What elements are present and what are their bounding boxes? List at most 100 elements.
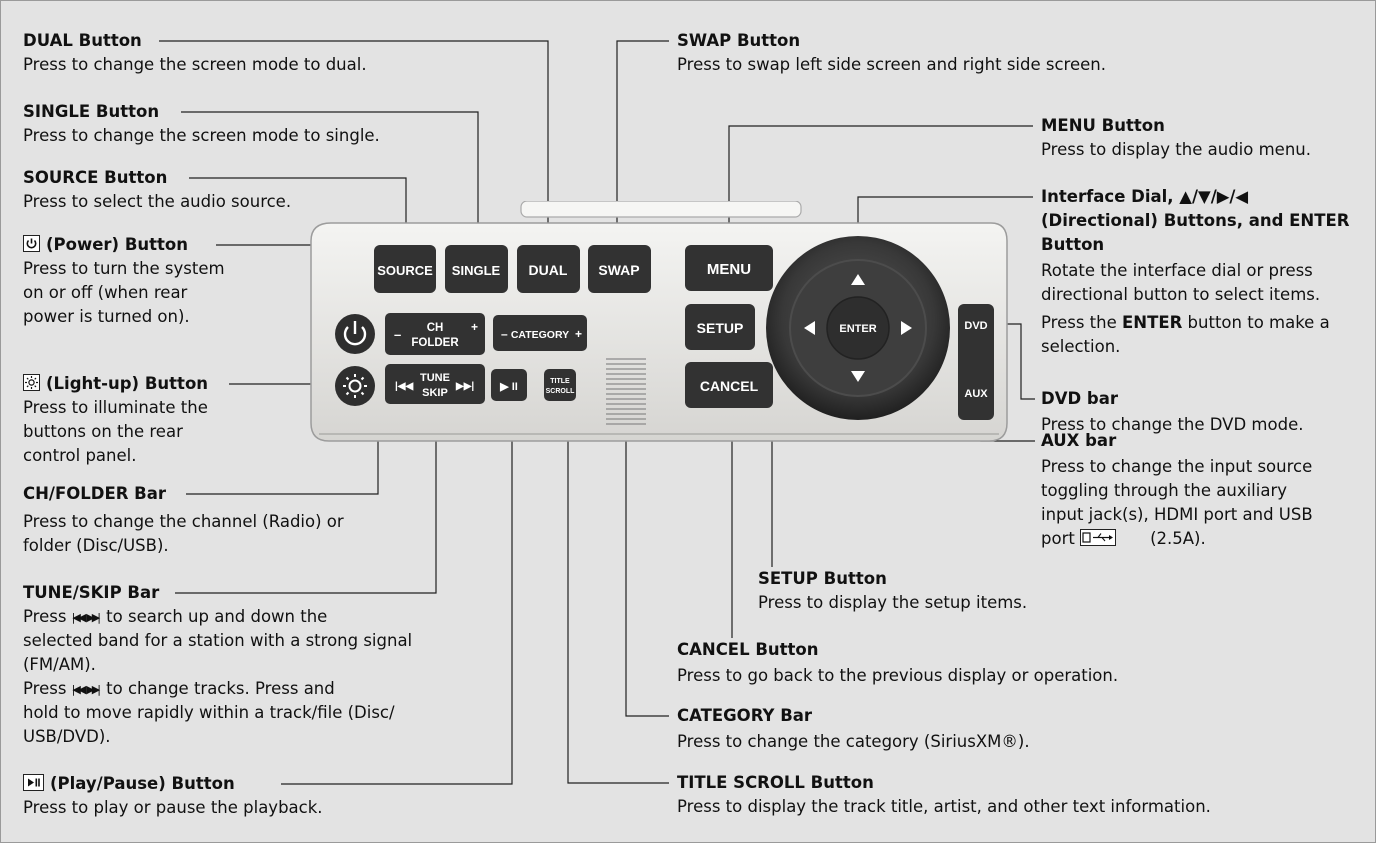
menu-button[interactable]: MENU xyxy=(685,245,773,291)
tune-skip-line-3: (FM/AM). xyxy=(23,655,96,674)
power-desc-2: on or off (when rear xyxy=(23,283,188,302)
tune-skip-annotation: TUNE/SKIP Bar Press |◀◀▶▶| to search up … xyxy=(23,581,412,749)
svg-text:–: – xyxy=(394,327,401,342)
title-scroll-button[interactable]: TITLE SCROLL xyxy=(544,369,576,401)
title-scroll-desc: Press to display the track title, artist… xyxy=(677,797,1211,816)
svg-text:SWAP: SWAP xyxy=(598,262,639,278)
power-desc-3: power is turned on). xyxy=(23,307,190,326)
title-scroll-annotation: TITLE SCROLL Button Press to display the… xyxy=(677,771,1211,819)
leader-swap xyxy=(616,40,669,249)
svg-text:AUX: AUX xyxy=(964,388,988,400)
interface-desc-2: directional button to select items. xyxy=(1041,285,1321,304)
tune-skip-title: TUNE/SKIP Bar xyxy=(23,583,160,602)
swap-annotation: SWAP Button Press to swap left side scre… xyxy=(677,29,1106,77)
left-arrow-icon xyxy=(804,321,815,335)
setup-annotation: SETUP Button Press to display the setup … xyxy=(758,567,1027,615)
svg-text:▶ II: ▶ II xyxy=(499,381,518,393)
dual-annotation: DUAL Button Press to change the screen m… xyxy=(23,29,367,77)
tune-skip-line-5: hold to move rapidly within a track/file… xyxy=(23,703,395,722)
ch-folder-bar[interactable]: – CH FOLDER + xyxy=(385,313,485,355)
light-title: (Light-up) Button xyxy=(46,374,209,393)
aux-annotation: AUX bar Press to change the input source… xyxy=(1041,431,1313,548)
right-arrow-icon xyxy=(901,321,912,335)
svg-text:TUNE: TUNE xyxy=(420,372,450,384)
up-arrow-icon xyxy=(851,274,865,285)
single-desc: Press to change the screen mode to singl… xyxy=(23,126,380,145)
ch-folder-desc-1: Press to change the channel (Radio) or xyxy=(23,512,344,531)
category-bar[interactable]: – CATEGORY + xyxy=(493,315,587,351)
svg-text:ENTER: ENTER xyxy=(839,323,876,335)
sensor-grille xyxy=(606,358,646,425)
interface-title-2: (Directional) Buttons, and ENTER xyxy=(1041,211,1350,230)
svg-text:CATEGORY: CATEGORY xyxy=(511,329,569,341)
interface-desc-1: Rotate the interface dial or press xyxy=(1041,261,1313,280)
setup-title: SETUP Button xyxy=(758,569,887,588)
power-title: (Power) Button xyxy=(46,235,189,254)
skip-forward-icon: ▶▶| xyxy=(455,381,474,392)
source-title: SOURCE Button xyxy=(23,168,168,187)
light-desc-2: buttons on the rear xyxy=(23,422,183,441)
skip-back-icon: |◀◀ xyxy=(71,683,87,696)
svg-text:SINGLE: SINGLE xyxy=(452,263,501,278)
svg-text:DUAL: DUAL xyxy=(529,262,568,278)
setup-button[interactable]: SETUP xyxy=(685,304,755,350)
ch-folder-title: CH/FOLDER Bar xyxy=(23,484,167,503)
leader-single xyxy=(181,111,479,249)
menu-title: MENU Button xyxy=(1041,116,1165,135)
dvd-desc: Press to change the DVD mode. xyxy=(1041,415,1304,434)
interface-annotation: Interface Dial, ▲/▼/▶/◀ (Directional) Bu… xyxy=(1041,185,1349,359)
source-annotation: SOURCE Button Press to select the audio … xyxy=(23,166,291,214)
dvd-annotation: DVD bar Press to change the DVD mode. xyxy=(1041,387,1303,437)
svg-text:+: + xyxy=(471,320,478,334)
play-pause-button[interactable]: ▶ II xyxy=(491,369,527,401)
category-annotation: CATEGORY Bar Press to change the categor… xyxy=(677,704,1030,754)
power-icon xyxy=(23,235,40,252)
power-annotation: (Power) Button Press to turn the system … xyxy=(23,233,225,329)
swap-title: SWAP Button xyxy=(677,31,801,50)
single-button[interactable]: SINGLE xyxy=(445,245,508,293)
swap-button[interactable]: SWAP xyxy=(588,245,651,293)
leader-interface xyxy=(857,196,1033,229)
power-button[interactable] xyxy=(335,314,375,354)
source-button[interactable]: SOURCE xyxy=(374,245,436,293)
svg-text:CH: CH xyxy=(427,322,444,334)
svg-text:SCROLL: SCROLL xyxy=(546,388,576,395)
light-up-icon xyxy=(343,374,367,398)
tune-skip-line-2: selected band for a station with a stron… xyxy=(23,631,413,650)
leader-tune-skip xyxy=(175,396,437,594)
svg-text:+: + xyxy=(575,327,582,341)
svg-text:–: – xyxy=(501,327,508,341)
leader-dvd xyxy=(1004,323,1035,400)
down-arrow-icon xyxy=(851,371,865,382)
setup-desc: Press to display the setup items. xyxy=(758,593,1028,612)
light-annotation: (Light-up) Button Press to illuminate th… xyxy=(23,372,208,468)
aux-desc-3: input jack(s), HDMI port and USB xyxy=(1041,505,1313,524)
dvd-aux-bar[interactable]: DVD AUX xyxy=(958,304,994,420)
aux-desc-1: Press to change the input source xyxy=(1041,457,1313,476)
skip-back-icon: |◀◀ xyxy=(71,611,87,624)
svg-text:SOURCE: SOURCE xyxy=(377,263,433,278)
play-pause-annotation: (Play/Pause) Button Press to play or pau… xyxy=(23,772,323,820)
play-pause-desc: Press to play or pause the playback. xyxy=(23,798,323,817)
light-desc-3: control panel. xyxy=(23,446,137,465)
single-annotation: SINGLE Button Press to change the screen… xyxy=(23,100,380,148)
light-desc-1: Press to illuminate the xyxy=(23,398,208,417)
leader-dual xyxy=(159,40,549,249)
ch-folder-desc-2: folder (Disc/USB). xyxy=(23,536,169,555)
skip-back-icon: |◀◀ xyxy=(395,381,413,392)
svg-text:CANCEL: CANCEL xyxy=(700,378,759,394)
light-up-button[interactable] xyxy=(335,366,375,406)
leader-play xyxy=(281,399,513,785)
tune-skip-bar[interactable]: |◀◀ TUNE SKIP ▶▶| xyxy=(385,364,485,404)
ch-folder-annotation: CH/FOLDER Bar Press to change the channe… xyxy=(23,482,344,558)
enter-button[interactable]: ENTER xyxy=(826,296,890,360)
cancel-button[interactable]: CANCEL xyxy=(685,362,773,408)
aux-title: AUX bar xyxy=(1041,431,1117,450)
play-pause-icon xyxy=(23,774,44,791)
interface-title-1: Interface Dial, ▲/▼/▶/◀ xyxy=(1041,187,1249,206)
dual-button[interactable]: DUAL xyxy=(517,245,580,293)
svg-text:SETUP: SETUP xyxy=(697,320,744,336)
light-up-icon xyxy=(23,374,40,391)
swap-desc: Press to swap left side screen and right… xyxy=(677,55,1106,74)
